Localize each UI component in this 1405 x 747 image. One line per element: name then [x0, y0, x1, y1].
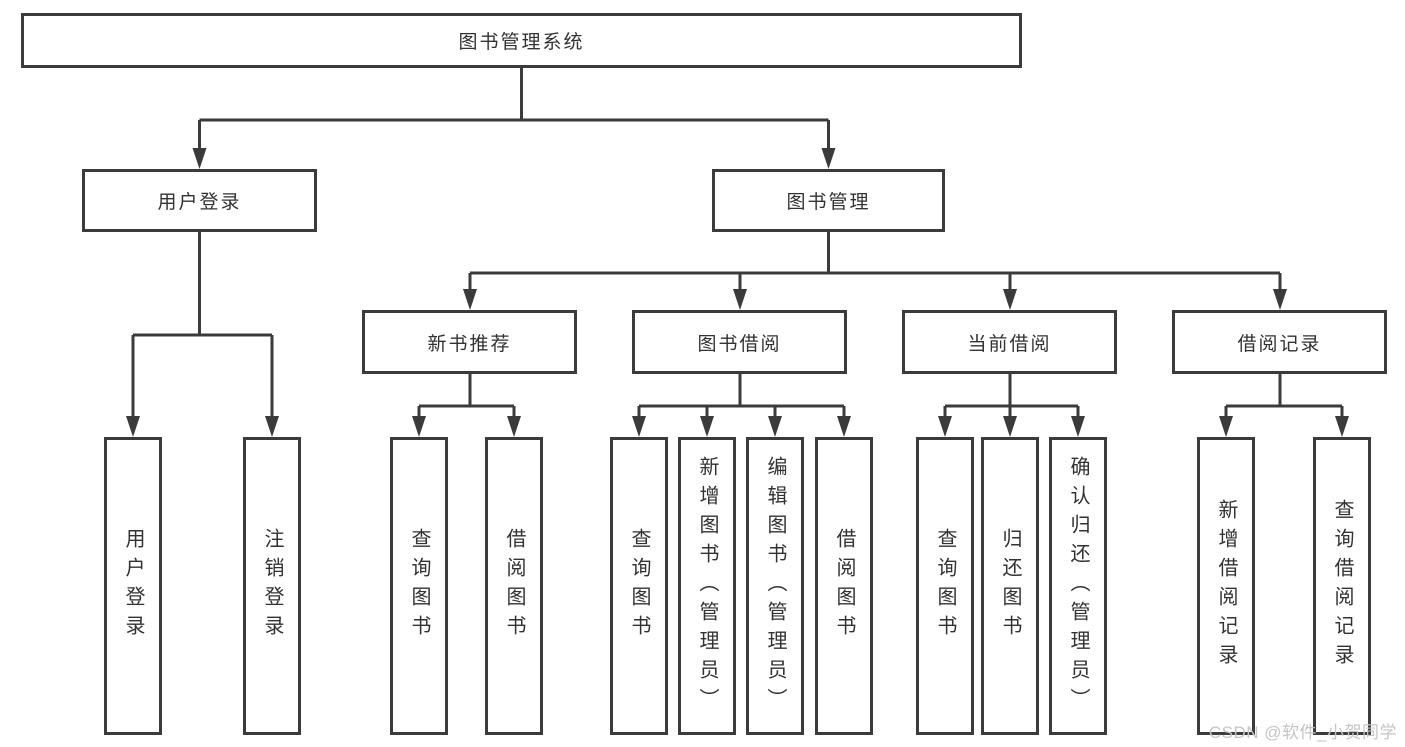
edge-root-to-level2	[198, 68, 830, 152]
node-leaf-logout: 注销登录	[243, 437, 301, 735]
node-leaf-query-books-borrow: 查询图书	[610, 437, 668, 735]
node-root-system: 图书管理系统	[21, 13, 1022, 68]
node-new-book-recommendation: 新书推荐	[362, 310, 577, 374]
edge-new-book-to-leaves	[417, 374, 516, 420]
edge-user-login-to-leaves	[131, 232, 274, 420]
arrowheads	[126, 148, 1349, 437]
node-borrowing-records: 借阅记录	[1172, 310, 1387, 374]
node-leaf-add-books-admin: 新增图书（管理员）	[678, 437, 736, 735]
node-current-borrowing: 当前借阅	[902, 310, 1117, 374]
node-leaf-add-borrow-record: 新增借阅记录	[1197, 437, 1255, 735]
node-leaf-confirm-return-admin: 确认归还（管理员）	[1049, 437, 1107, 735]
node-leaf-edit-books-admin: 编辑图书（管理员）	[746, 437, 804, 735]
node-user-login: 用户登录	[82, 169, 317, 232]
node-leaf-query-books-current: 查询图书	[916, 437, 974, 735]
node-leaf-borrow-books: 借阅图书	[815, 437, 873, 735]
node-leaf-user-login: 用户登录	[104, 437, 162, 735]
edge-borrow-record-to-leaves	[1224, 374, 1344, 420]
edge-book-mgmt-to-level3	[468, 232, 1282, 293]
node-leaf-query-borrow-record: 查询借阅记录	[1313, 437, 1371, 735]
node-leaf-borrow-books-recommend: 借阅图书	[485, 437, 543, 735]
csdn-watermark: CSDN @软件_小贺同学	[1208, 723, 1397, 742]
node-leaf-query-books-recommend: 查询图书	[390, 437, 448, 735]
edge-current-borrow-to-leaves	[943, 374, 1080, 420]
node-book-borrowing: 图书借阅	[632, 310, 847, 374]
edge-book-borrow-to-leaves	[637, 374, 846, 420]
node-book-management: 图书管理	[712, 169, 945, 232]
node-leaf-return-books: 归还图书	[981, 437, 1039, 735]
